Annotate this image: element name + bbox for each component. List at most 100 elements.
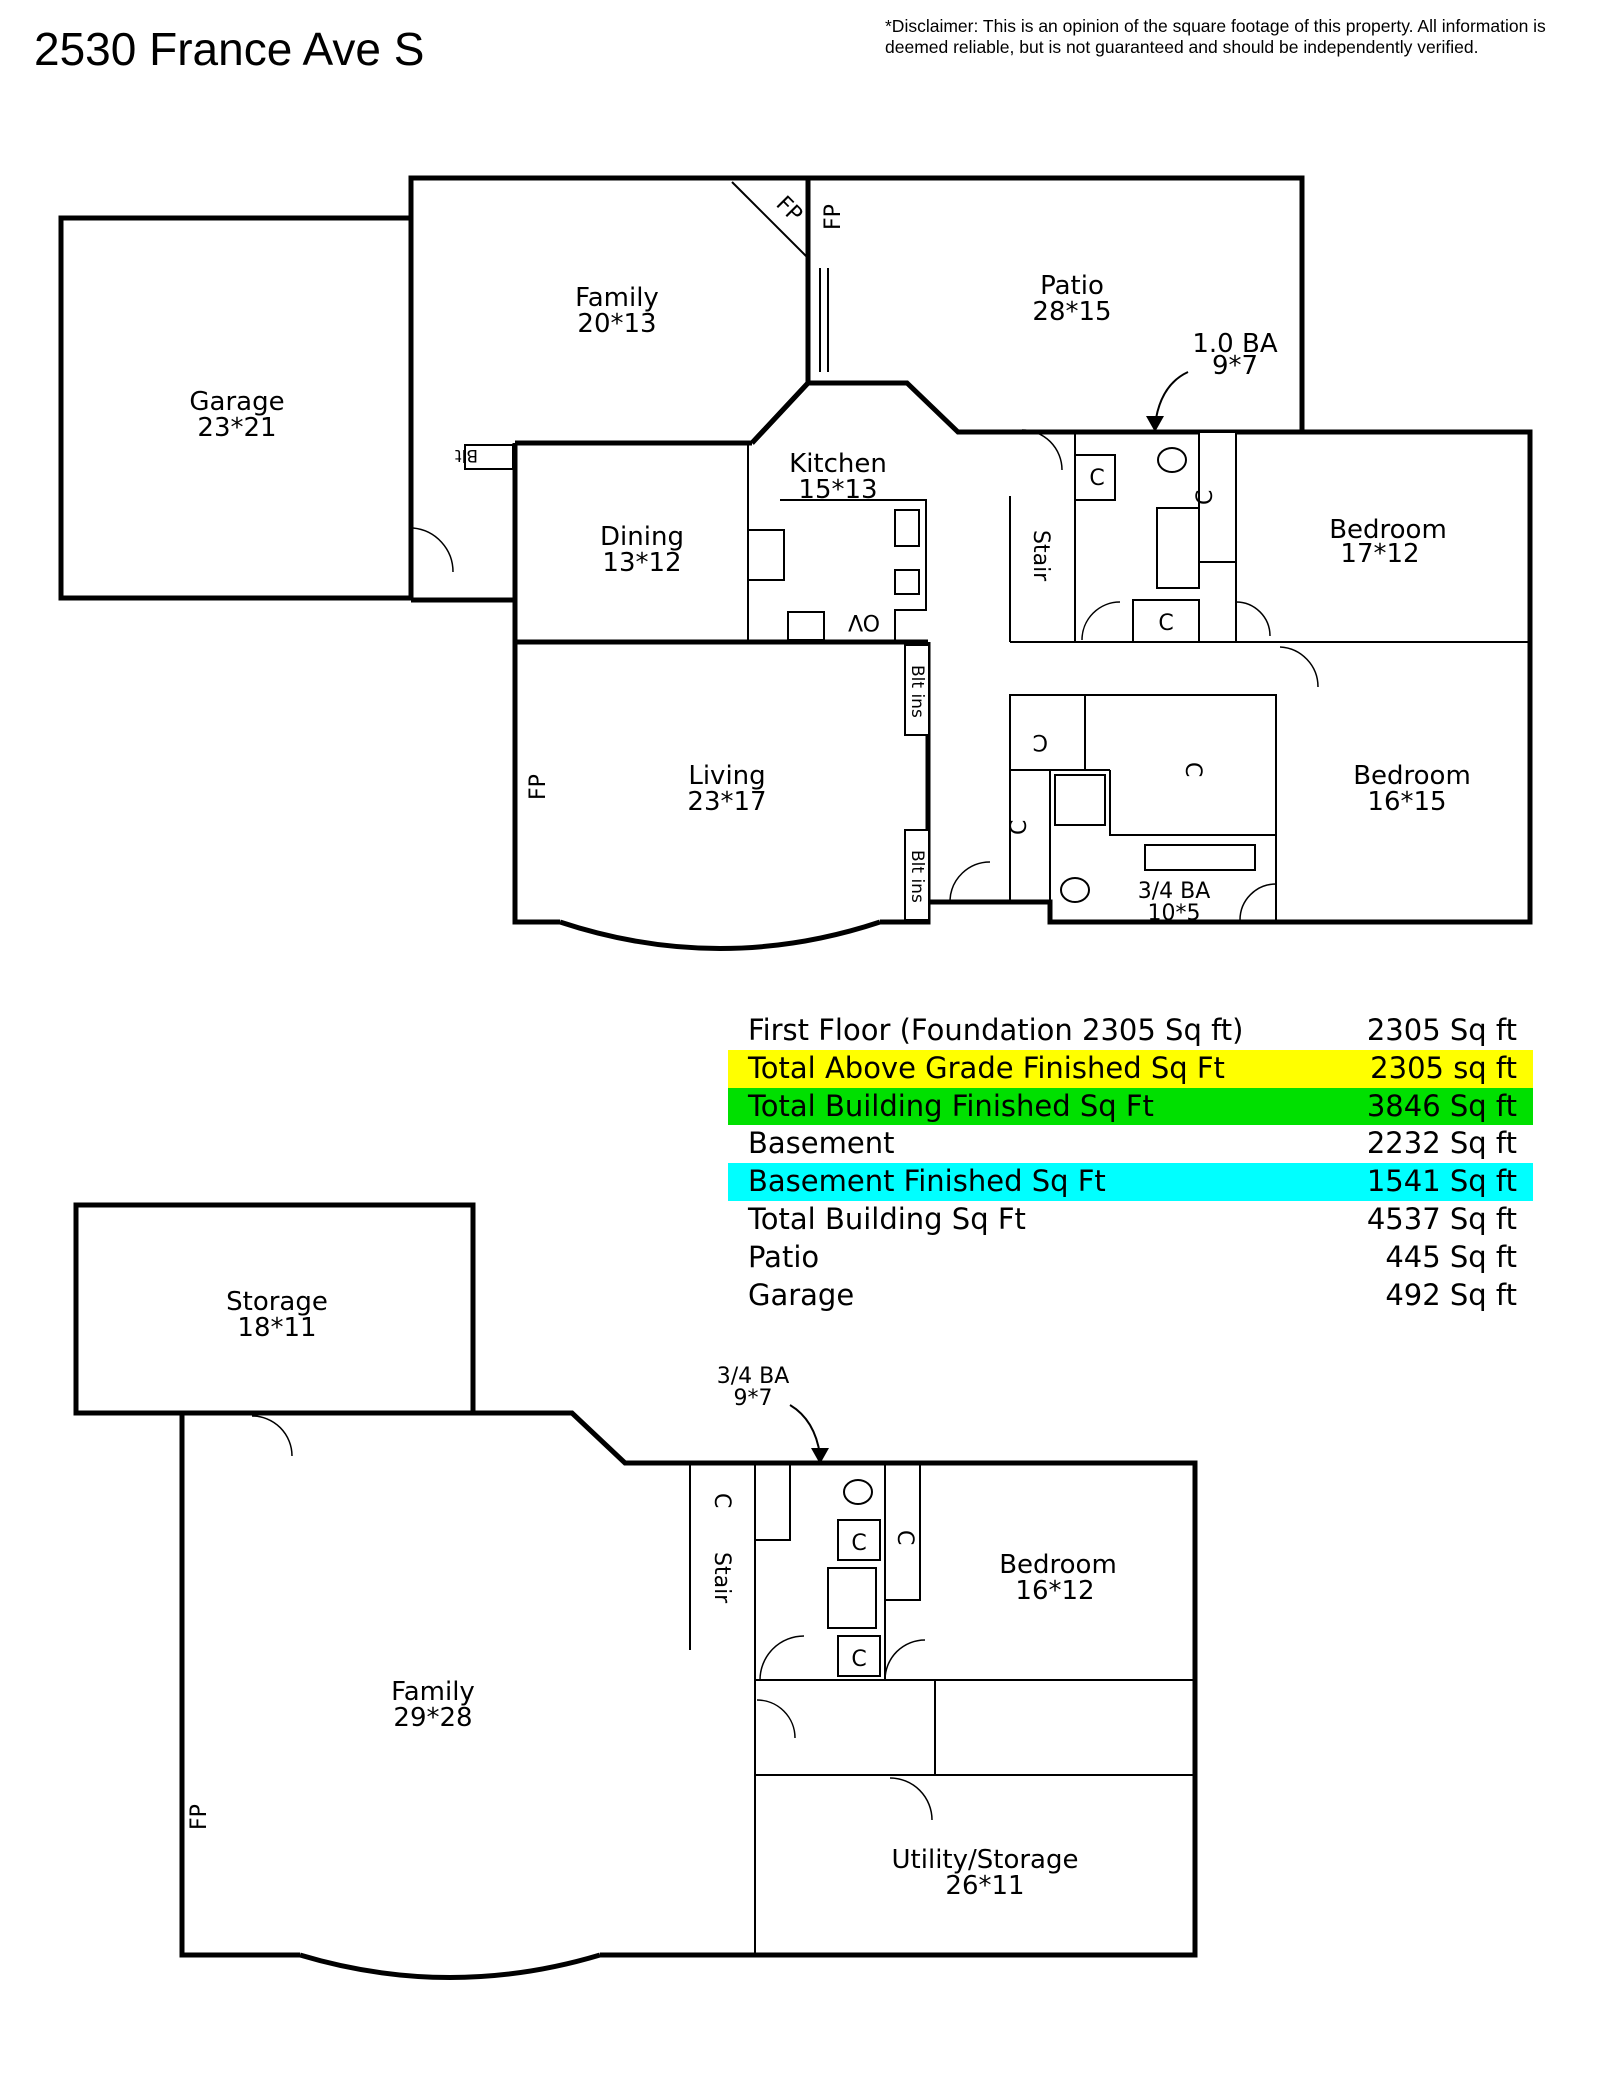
oven-label: OV xyxy=(848,609,880,634)
summary-row: Basement Finished Sq Ft 1541 Sq ft xyxy=(728,1163,1533,1201)
built-in-label: Blt ins xyxy=(907,850,927,903)
summary-label: Total Building Sq Ft xyxy=(748,1201,1026,1236)
summary-value: 2305 Sq ft xyxy=(1366,1013,1517,1047)
kitchen-sink-icon xyxy=(894,509,920,547)
summary-value: 3846 Sq ft xyxy=(1366,1088,1517,1123)
closet-label: C xyxy=(1193,490,1218,505)
patio-walls xyxy=(808,175,1305,432)
room-dims: 17*12 xyxy=(1340,539,1419,569)
stair-label: Stair xyxy=(709,1552,734,1604)
summary-label: Basement xyxy=(748,1126,895,1161)
door-swing xyxy=(889,1777,933,1821)
built-in-label: Blt ins xyxy=(907,665,927,718)
built-in-box xyxy=(464,444,514,470)
room-dims: 18*11 xyxy=(237,1313,316,1343)
room-dims: 16*15 xyxy=(1367,787,1446,817)
room-name: Living xyxy=(688,761,765,791)
summary-row: Total Building Finished Sq Ft 3846 Sq ft xyxy=(728,1087,1533,1126)
toilet-icon xyxy=(843,1479,873,1505)
room-dims: 26*11 xyxy=(945,1871,1024,1901)
summary-row: Patio 445 Sq ft xyxy=(728,1239,1533,1277)
summary-value: 2305 sq ft xyxy=(1370,1050,1517,1085)
closet-label: C xyxy=(1033,729,1048,754)
room-dims: 16*12 xyxy=(1015,1576,1094,1606)
room-dims: 9*7 xyxy=(1212,351,1258,381)
closet-box xyxy=(1198,431,1237,563)
arrow-head-icon xyxy=(1146,416,1164,432)
summary-value: 1541 Sq ft xyxy=(1366,1164,1517,1199)
room-name: Utility/Storage xyxy=(892,1845,1079,1875)
fp-label: FP xyxy=(771,192,807,228)
toilet-icon xyxy=(1157,447,1187,473)
summary-label: Basement Finished Sq Ft xyxy=(748,1164,1106,1199)
basement-plan: Storage 18*11 3/4 BA 9*7 Bedroom 16*12 F… xyxy=(73,1202,1198,1980)
basement-bay-window xyxy=(299,1952,601,1980)
fireplace-diagonal xyxy=(731,181,809,259)
door-swing xyxy=(1081,601,1121,641)
bathtub-icon xyxy=(1156,507,1200,589)
arrow-line xyxy=(789,1404,821,1456)
room-name: Garage xyxy=(189,387,284,417)
door-swing xyxy=(1239,883,1277,921)
built-in-box xyxy=(904,644,930,736)
room-name: Family xyxy=(391,1677,475,1707)
closet-label: C xyxy=(892,1530,917,1545)
first-floor-plan: Garage 23*21 Family 20*13 Patio 28*15 1.… xyxy=(58,175,1533,951)
door-swing xyxy=(412,527,454,573)
room-name: 3/4 BA xyxy=(717,1364,790,1389)
closet-box xyxy=(837,1635,881,1677)
summary-value: 4537 Sq ft xyxy=(1366,1201,1517,1236)
room-name: Storage xyxy=(226,1287,328,1317)
summary-label: First Floor (Foundation 2305 Sq ft) xyxy=(748,1013,1244,1047)
summary-row: Total Above Grade Finished Sq Ft 2305 sq… xyxy=(728,1049,1533,1088)
room-name: Kitchen xyxy=(789,449,887,479)
room-name: Family xyxy=(575,283,659,313)
room-name: 1.0 BA xyxy=(1192,329,1277,359)
door-swing xyxy=(884,1639,926,1681)
summary-value: 2232 Sq ft xyxy=(1366,1126,1517,1161)
room-dims: 13*12 xyxy=(602,548,681,578)
room-name: Dining xyxy=(600,522,684,552)
room-dims: 28*15 xyxy=(1032,297,1111,327)
closet-box xyxy=(837,1519,881,1561)
vanity-icon xyxy=(1144,844,1256,871)
room-name: Bedroom xyxy=(999,1550,1117,1580)
door-swing xyxy=(949,861,991,901)
room-dims: 20*13 xyxy=(577,309,656,339)
kitchen-bedrooms-outer-walls xyxy=(750,380,1533,925)
built-in-box xyxy=(904,829,930,921)
living-left-wall xyxy=(512,642,560,925)
closet-label: C xyxy=(1158,611,1173,636)
fp-label: FP xyxy=(821,204,846,230)
kitchen-island xyxy=(747,529,785,581)
living-bay-window xyxy=(559,919,881,951)
shower-icon xyxy=(1054,774,1106,826)
bedroom2-closet-walls xyxy=(1009,694,1277,922)
summary-label: Garage xyxy=(748,1277,855,1312)
bath-counter xyxy=(755,1463,791,1541)
kitchen-counter xyxy=(780,499,927,642)
room-dims: 23*17 xyxy=(687,787,766,817)
door-swing xyxy=(756,1699,796,1739)
dishwasher-icon xyxy=(894,569,920,595)
property-address-title: 2530 France Ave S xyxy=(34,23,425,75)
stair-label: Stair xyxy=(1028,530,1053,582)
built-in-label: Blt xyxy=(455,445,478,465)
closet-label: C xyxy=(851,1647,866,1672)
summary-value: 445 Sq ft xyxy=(1385,1239,1517,1274)
closet-label: C xyxy=(1089,466,1104,491)
room-name: Bedroom xyxy=(1353,761,1471,791)
summary-row: Garage 492 Sq ft xyxy=(728,1277,1533,1315)
closet-label: C xyxy=(709,1493,734,1508)
hall-bottom-wall xyxy=(928,899,1278,925)
room-dims: 9*7 xyxy=(734,1386,773,1411)
room-dims: 23*21 xyxy=(197,413,276,443)
room-dims: 15*13 xyxy=(798,475,877,505)
closet-box xyxy=(1132,599,1200,643)
closet-label: C xyxy=(1180,762,1205,777)
fp-label: FP xyxy=(187,1804,212,1830)
square-footage-summary: First Floor (Foundation 2305 Sq ft) 2305… xyxy=(728,1012,1533,1314)
closet-box xyxy=(1074,454,1116,501)
